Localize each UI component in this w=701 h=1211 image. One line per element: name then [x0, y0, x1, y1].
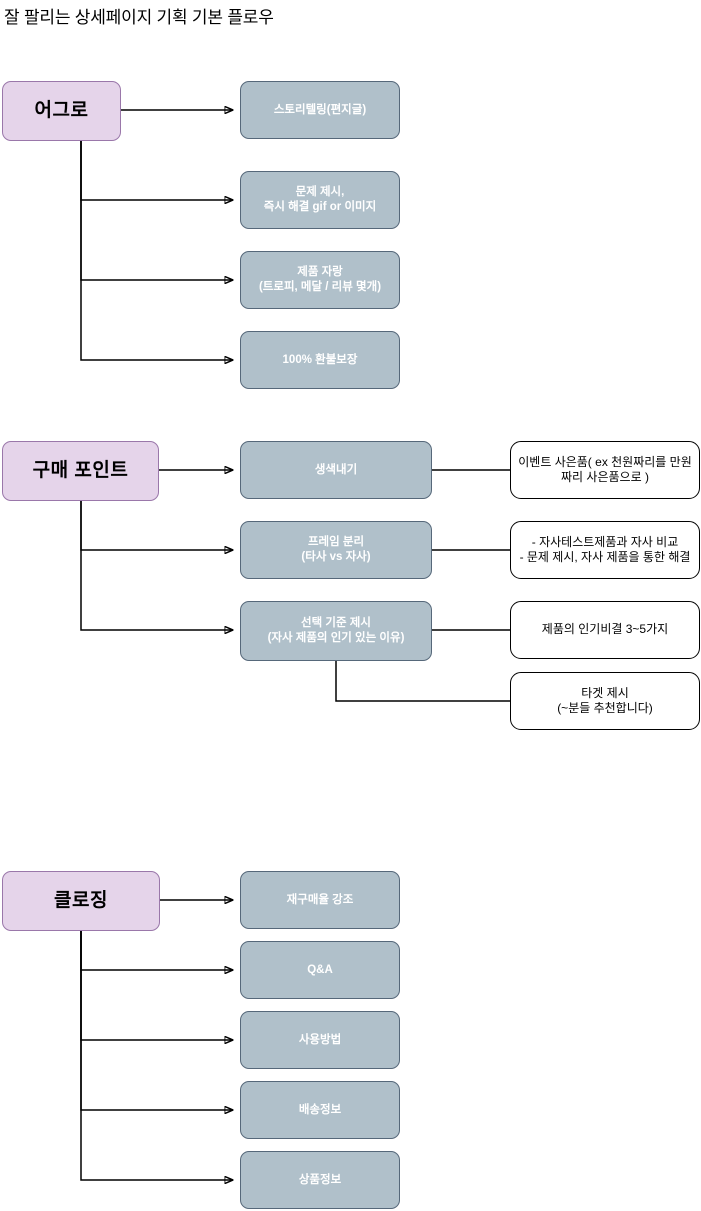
note-competitor-comparison[interactable]: - 자사테스트제품과 자사 비교 - 문제 제시, 자사 제품을 통한 해결	[510, 521, 700, 579]
node-label: 어그로	[34, 99, 89, 121]
node-closing-qa[interactable]: Q&A	[240, 941, 400, 999]
node-label: 클로징	[54, 889, 108, 911]
node-label: 배송정보	[298, 1103, 342, 1116]
node-label: 100% 환불보장	[282, 353, 358, 366]
note-target-suggestion[interactable]: 타겟 제시 (~분들 추천합니다)	[510, 672, 700, 730]
node-aggro-problem-solution[interactable]: 문제 제시, 즉시 해결 gif or 이미지	[240, 171, 400, 229]
note-label: 제품의 인기비결 3~5가지	[541, 622, 669, 637]
node-closing-repurchase-rate[interactable]: 재구매율 강조	[240, 871, 400, 929]
node-label-line1: 프레임 분리	[307, 536, 365, 549]
node-root-purchase-point[interactable]: 구매 포인트	[2, 441, 159, 501]
page-title: 잘 팔리는 상세페이지 기획 기본 플로우	[4, 8, 274, 27]
node-point-selection-criteria[interactable]: 선택 기준 제시 (자사 제품의 인기 있는 이유)	[240, 601, 432, 661]
note-label-line2: - 문제 제시, 자사 제품을 통한 해결	[519, 550, 691, 564]
node-point-frame-separation[interactable]: 프레임 분리 (타사 vs 자사)	[240, 521, 432, 579]
note-label-line1: - 자사테스트제품과 자사 비교	[531, 534, 679, 549]
node-aggro-product-boast[interactable]: 제품 자랑 (트로피, 메달 / 리뷰 몇개)	[240, 251, 400, 309]
node-label: 사용방법	[298, 1033, 342, 1046]
node-point-showing-off[interactable]: 생색내기	[240, 441, 432, 499]
node-root-closing[interactable]: 클로징	[2, 871, 160, 931]
node-label-line1: 선택 기준 제시	[301, 617, 371, 630]
node-closing-shipping-info[interactable]: 배송정보	[240, 1081, 400, 1139]
note-label-line1: 타겟 제시	[581, 685, 629, 700]
note-label-line2: (~분들 추천합니다)	[557, 701, 653, 715]
node-label: 상품정보	[298, 1173, 342, 1186]
node-label: 스토리텔링(편지글)	[273, 103, 367, 116]
node-label: 구매 포인트	[32, 459, 129, 481]
note-label-line2: 짜리 사은품으로 )	[561, 470, 649, 484]
node-label: 프레임 분리 (타사 vs 자사)	[295, 535, 376, 564]
node-label-line1: 제품 자랑	[297, 266, 343, 279]
note-label-line1: 이벤트 사은품( ex 천원짜리를 만원	[518, 454, 692, 469]
node-closing-usage[interactable]: 사용방법	[240, 1011, 400, 1069]
node-root-aggro[interactable]: 어그로	[2, 81, 121, 141]
node-label: Q&A	[307, 963, 333, 976]
node-label-line2: (타사 vs 자사)	[301, 551, 371, 563]
node-aggro-refund-guarantee[interactable]: 100% 환불보장	[240, 331, 400, 389]
node-label-line1: 문제 제시,	[295, 186, 345, 199]
note-event-gift[interactable]: 이벤트 사은품( ex 천원짜리를 만원 짜리 사은품으로 )	[510, 441, 700, 499]
node-closing-product-info[interactable]: 상품정보	[240, 1151, 400, 1209]
note-label: 이벤트 사은품( ex 천원짜리를 만원 짜리 사은품으로 )	[512, 455, 698, 486]
node-label: 선택 기준 제시 (자사 제품의 인기 있는 이유)	[262, 616, 411, 645]
note-label: - 자사테스트제품과 자사 비교 - 문제 제시, 자사 제품을 통한 해결	[514, 535, 697, 566]
node-label: 문제 제시, 즉시 해결 gif or 이미지	[258, 185, 382, 214]
note-popularity-secrets[interactable]: 제품의 인기비결 3~5가지	[510, 601, 700, 659]
node-label-line2: (자사 제품의 인기 있는 이유)	[267, 632, 405, 644]
node-label-line2: (트로피, 메달 / 리뷰 몇개)	[258, 281, 382, 293]
note-label: 타겟 제시 (~분들 추천합니다)	[551, 686, 659, 717]
node-label: 재구매율 강조	[286, 893, 354, 906]
node-aggro-storytelling[interactable]: 스토리텔링(편지글)	[240, 81, 400, 139]
node-label-line2: 즉시 해결 gif or 이미지	[263, 201, 377, 213]
node-label: 제품 자랑 (트로피, 메달 / 리뷰 몇개)	[253, 265, 387, 294]
node-label: 생색내기	[314, 463, 358, 476]
